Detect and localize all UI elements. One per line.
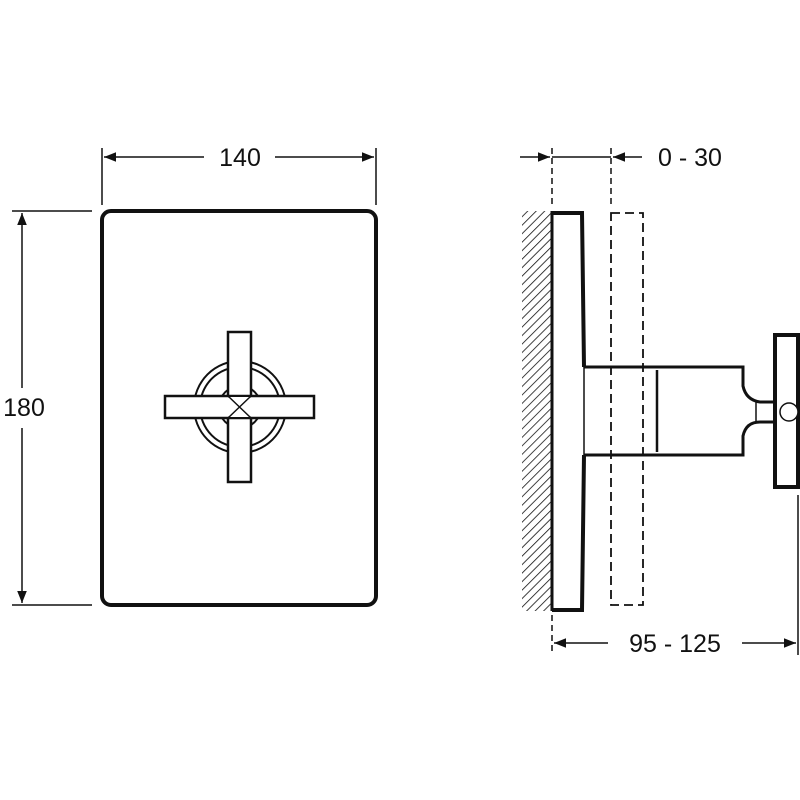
valve-body [584,365,775,457]
height-label: 180 [3,394,45,422]
width-label: 140 [219,144,261,172]
side-view [522,211,800,612]
side-plate [552,211,586,612]
extension-outline [610,212,644,606]
depth-label: 95 - 125 [629,630,721,658]
cover-plate [100,209,378,607]
projection-label: 0 - 30 [658,144,722,172]
projection-dimension [520,148,642,205]
width-dimension [101,148,377,205]
wall-hatch [522,211,552,611]
height-dimension [12,210,92,606]
cross-handle [163,330,316,484]
depth-dimension [551,495,799,655]
front-view [100,209,378,607]
